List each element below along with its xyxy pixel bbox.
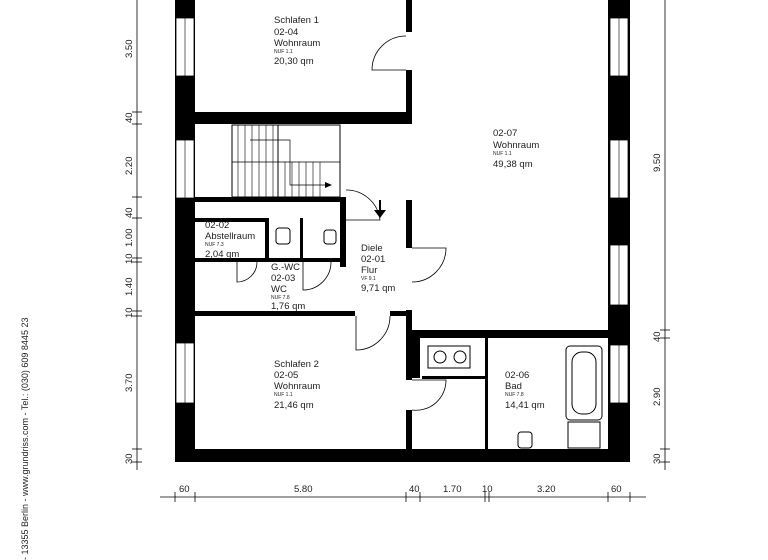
room-area: 21,46 qm — [274, 400, 314, 411]
room-area: 49,38 qm — [493, 159, 533, 170]
room-type: WC — [271, 284, 287, 295]
room-label-schlafen-2: Schlafen 2 02-05 Wohnraum NUF 1.1 21,46 … — [274, 359, 320, 411]
room-name: Diele — [361, 243, 383, 254]
room-label-diele: Diele 02-01 Flur VF 9.1 9,71 qm — [361, 243, 395, 294]
room-name: Schlafen 1 — [274, 15, 319, 26]
room-nuf: NUF 1.1 — [274, 392, 293, 398]
dim-label: 40 — [124, 112, 135, 123]
doors — [236, 35, 447, 411]
dimension-line-right: 9.50 40 2.90 30 — [652, 0, 670, 470]
room-label-wohnraum: 02-07 Wohnraum NUF 1.1 49,38 qm — [493, 128, 539, 170]
room-area: 20,30 qm — [274, 56, 314, 67]
dim-label: 40 — [124, 207, 135, 218]
interior-walls — [195, 0, 608, 452]
room-type: Wohnraum — [274, 38, 320, 49]
room-nuf: NUF 1.1 — [493, 151, 512, 157]
room-type: Wohnraum — [274, 381, 320, 392]
dim-label: 3.50 — [124, 40, 135, 59]
room-area: 14,41 qm — [505, 400, 545, 411]
dimension-line-left: 3.50 40 2.20 40 1.00 10 1.40 10 3.70 30 — [124, 0, 142, 470]
room-type: Flur — [361, 265, 377, 276]
dim-label: 30 — [652, 453, 663, 464]
room-area: 9,71 qm — [361, 283, 395, 294]
room-nuf: NUF 7.8 — [505, 392, 524, 398]
room-area: 2,04 qm — [205, 249, 239, 260]
dim-label: 9.50 — [652, 154, 663, 173]
dim-label: 5.80 — [294, 484, 313, 495]
dim-label: 3.70 — [124, 374, 135, 393]
dim-label: 40 — [652, 331, 663, 342]
room-code: 02-02 — [205, 220, 229, 231]
dim-label: 1.70 — [443, 484, 462, 495]
dimension-line-bottom: 60 5.80 40 1.70 10 3.20 60 — [160, 484, 646, 502]
room-nuf: VF 9.1 — [361, 276, 376, 282]
room-code: 02-03 — [271, 273, 295, 284]
dim-label: 30 — [124, 453, 135, 464]
staircase — [231, 124, 341, 198]
dim-label: 2.90 — [652, 388, 663, 407]
dim-label: 60 — [611, 484, 622, 495]
dim-label: 3.20 — [537, 484, 556, 495]
room-label-schlafen-1: Schlafen 1 02-04 Wohnraum NUF 1.1 20,30 … — [274, 15, 320, 67]
room-area: 1,76 qm — [271, 301, 305, 312]
contact-info: - 13355 Berlin - www.grundriss.com - Tel… — [20, 318, 30, 560]
right-windows — [609, 17, 629, 404]
fixtures — [275, 227, 603, 449]
dim-label: 1.40 — [124, 278, 135, 297]
room-code: 02-06 — [505, 370, 529, 381]
room-type: Abstellraum — [205, 231, 255, 242]
left-windows — [175, 17, 195, 404]
dim-label: 40 — [409, 484, 420, 495]
room-name: Schlafen 2 — [274, 359, 319, 370]
room-label-bad: 02-06 Bad NUF 7.8 14,41 qm — [505, 370, 545, 411]
room-code: 02-07 — [493, 128, 517, 139]
room-name: G.-WC — [271, 262, 300, 273]
room-label-gaeste-wc: G.-WC 02-03 WC NUF 7.8 1,76 qm — [271, 262, 305, 312]
room-label-abstellraum: 02-02 Abstellraum NUF 7.3 2,04 qm — [205, 220, 255, 260]
dim-label: 10 — [482, 484, 493, 495]
room-code: 02-04 — [274, 27, 298, 38]
dim-label: 1.00 — [124, 229, 135, 248]
dim-label: 10 — [124, 253, 135, 264]
room-nuf: NUF 1.1 — [274, 49, 293, 55]
dim-label: 2.20 — [124, 157, 135, 176]
room-code: 02-05 — [274, 370, 298, 381]
room-code: 02-01 — [361, 254, 385, 265]
room-type: Bad — [505, 381, 522, 392]
room-nuf: NUF 7.8 — [271, 295, 290, 301]
dim-label: 60 — [179, 484, 190, 495]
room-nuf: NUF 7.3 — [205, 242, 224, 248]
dim-label: 10 — [124, 307, 135, 318]
room-type: Wohnraum — [493, 140, 539, 151]
